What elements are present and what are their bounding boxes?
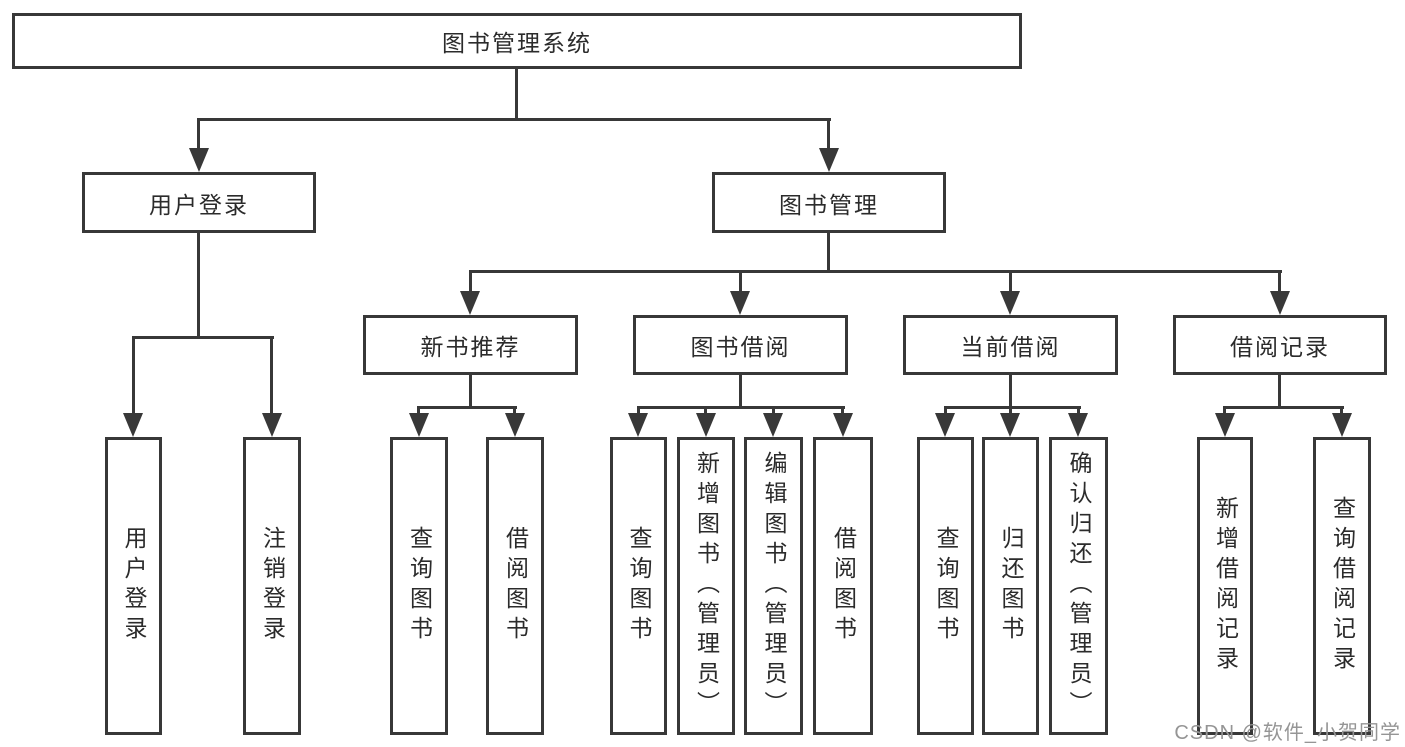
arrow-down-icon <box>1270 291 1290 315</box>
connector-userlogin-stem <box>197 233 200 336</box>
arrow-down-icon <box>1332 413 1352 437</box>
leaf-nb-query-books-label: 查询图书 <box>406 526 433 646</box>
connector-newbook-stem <box>469 375 472 406</box>
leaf-bb-query-books-label: 查询图书 <box>626 526 652 646</box>
arrow-down-icon <box>1215 413 1235 437</box>
connector-currentborrow-stem <box>1009 375 1012 406</box>
connector-currentborrow-drop-3 <box>1077 406 1080 413</box>
arrow-down-icon <box>460 291 480 315</box>
arrow-down-icon <box>628 413 648 437</box>
leaf-user-login: 用户登录 <box>105 437 162 735</box>
arrow-down-icon <box>763 413 783 437</box>
leaf-bb-add-books: 新增图书（管理员） <box>677 437 735 735</box>
leaf-cb-confirm-return: 确认归还（管理员） <box>1049 437 1108 735</box>
node-user-login: 用户登录 <box>82 172 316 233</box>
connector-bookmgmt-drop-2 <box>739 270 742 291</box>
connector-currentborrow-drop-1 <box>944 406 947 413</box>
connector-bookmgmt-drop-3 <box>1009 270 1012 291</box>
connector-newbook-bar <box>417 406 517 409</box>
leaf-bb-edit-books-label: 编辑图书（管理员） <box>761 451 787 721</box>
node-borrow-records-label: 借阅记录 <box>1230 334 1330 360</box>
leaf-bb-query-books: 查询图书 <box>610 437 667 735</box>
node-book-management: 图书管理 <box>712 172 946 233</box>
arrow-down-icon <box>935 413 955 437</box>
node-book-borrow-label: 图书借阅 <box>690 334 791 360</box>
connector-bookmgmt-drop-1 <box>469 270 472 291</box>
connector-newbook-drop-1 <box>417 406 420 413</box>
connector-currentborrow-bar <box>944 406 1081 409</box>
arrow-down-icon <box>1000 413 1020 437</box>
leaf-nb-borrow-books-label: 借阅图书 <box>502 526 529 646</box>
leaf-nb-borrow-books: 借阅图书 <box>486 437 544 735</box>
node-root: 图书管理系统 <box>12 13 1022 69</box>
arrow-down-icon <box>696 413 716 437</box>
leaf-user-login-label: 用户登录 <box>121 526 147 646</box>
node-new-book-recommend-label: 新书推荐 <box>420 334 521 360</box>
connector-newbook-drop-2 <box>513 406 516 413</box>
connector-bookmgmt-bar <box>469 270 1282 273</box>
node-book-borrow: 图书借阅 <box>633 315 848 375</box>
connector-currentborrow-drop-2 <box>1009 406 1012 413</box>
connector-bookborrow-bar <box>637 406 845 409</box>
leaf-br-query-record-label: 查询借阅记录 <box>1329 496 1356 676</box>
connector-userlogin-drop-2 <box>270 336 273 413</box>
arrow-down-icon <box>1000 291 1020 315</box>
connector-bookborrow-drop-1 <box>637 406 640 413</box>
leaf-bb-add-books-label: 新增图书（管理员） <box>693 451 720 721</box>
connector-bookmgmt-drop-4 <box>1278 270 1281 291</box>
node-root-label: 图书管理系统 <box>442 30 592 56</box>
connector-bookborrow-stem <box>739 375 742 406</box>
arrow-down-icon <box>123 413 143 437</box>
leaf-logout: 注销登录 <box>243 437 301 735</box>
connector-bookborrow-drop-4 <box>841 406 844 413</box>
connector-root-drop-left <box>197 118 200 148</box>
connector-records-stem <box>1278 375 1281 406</box>
leaf-cb-confirm-return-label: 确认归还（管理员） <box>1066 451 1092 721</box>
leaf-cb-return-books-label: 归还图书 <box>998 526 1024 646</box>
leaf-cb-return-books: 归还图书 <box>982 437 1039 735</box>
connector-userlogin-bar <box>132 336 274 339</box>
arrow-down-icon <box>505 413 525 437</box>
connector-bookborrow-drop-3 <box>772 406 775 413</box>
leaf-nb-query-books: 查询图书 <box>390 437 448 735</box>
connector-userlogin-drop-1 <box>132 336 135 413</box>
node-current-borrow: 当前借阅 <box>903 315 1118 375</box>
connector-root-bar <box>197 118 831 121</box>
leaf-cb-query-books: 查询图书 <box>917 437 974 735</box>
leaf-br-add-record-label: 新增借阅记录 <box>1212 496 1239 676</box>
arrow-down-icon <box>730 291 750 315</box>
leaf-br-query-record: 查询借阅记录 <box>1313 437 1371 735</box>
connector-records-bar <box>1223 406 1344 409</box>
leaf-cb-query-books-label: 查询图书 <box>933 526 959 646</box>
node-borrow-records: 借阅记录 <box>1173 315 1387 375</box>
node-current-borrow-label: 当前借阅 <box>960 334 1061 360</box>
connector-bookmgmt-stem <box>827 233 830 270</box>
leaf-bb-borrow-books: 借阅图书 <box>813 437 873 735</box>
connector-root-stem <box>515 69 518 118</box>
leaf-bb-borrow-books-label: 借阅图书 <box>830 526 857 646</box>
leaf-br-add-record: 新增借阅记录 <box>1197 437 1253 735</box>
arrow-down-icon <box>409 413 429 437</box>
arrow-down-icon <box>819 148 839 172</box>
arrow-down-icon <box>262 413 282 437</box>
watermark: CSDN @软件_小贺同学 <box>1174 722 1401 744</box>
node-book-management-label: 图书管理 <box>779 191 879 218</box>
arrow-down-icon <box>1068 413 1088 437</box>
node-new-book-recommend: 新书推荐 <box>363 315 578 375</box>
connector-root-drop-right <box>827 118 830 148</box>
leaf-logout-label: 注销登录 <box>259 526 286 646</box>
node-user-login-label: 用户登录 <box>149 191 249 218</box>
leaf-bb-edit-books: 编辑图书（管理员） <box>744 437 803 735</box>
connector-records-drop-1 <box>1223 406 1226 413</box>
arrow-down-icon <box>833 413 853 437</box>
arrow-down-icon <box>189 148 209 172</box>
connector-records-drop-2 <box>1340 406 1343 413</box>
connector-bookborrow-drop-2 <box>704 406 707 413</box>
